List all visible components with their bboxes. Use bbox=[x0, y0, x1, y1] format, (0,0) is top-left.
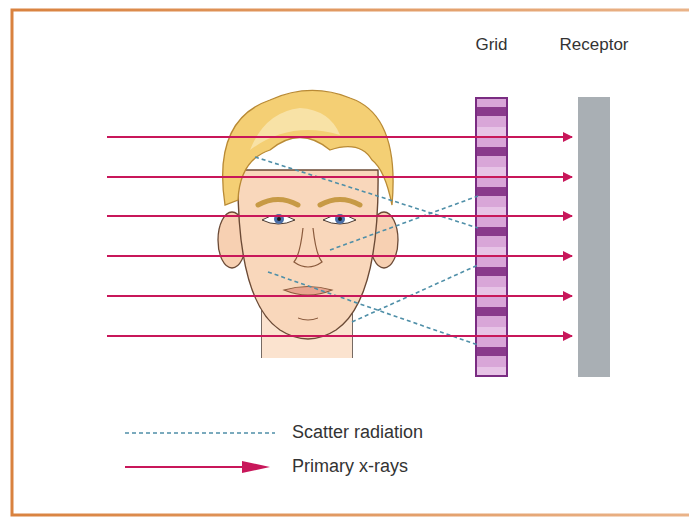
scatter-ray bbox=[330, 196, 478, 250]
legend-text: Scatter radiation bbox=[292, 422, 423, 443]
head-figure bbox=[218, 90, 398, 358]
grid-plate: Grid bbox=[475, 97, 508, 377]
scatter-legend: Scatter radiation bbox=[120, 421, 520, 445]
part-label: Receptor bbox=[560, 35, 629, 55]
scatter-ray bbox=[352, 265, 478, 322]
grid-strip bbox=[475, 347, 508, 356]
grid-strip bbox=[475, 247, 508, 256]
image-receptor: Receptor bbox=[578, 97, 610, 377]
grid-strip bbox=[475, 107, 508, 116]
scatter-ray bbox=[255, 157, 478, 228]
grid-strips bbox=[475, 97, 508, 377]
grid-strip bbox=[475, 367, 508, 376]
receptor-plate bbox=[578, 97, 610, 377]
grid-strip bbox=[475, 327, 508, 336]
scatter-ray bbox=[268, 272, 478, 345]
scatter-radiation bbox=[255, 157, 478, 345]
arrow-sample bbox=[120, 455, 280, 479]
frame bbox=[12, 10, 689, 515]
grid-strip bbox=[475, 267, 508, 276]
grid-strip bbox=[475, 147, 508, 156]
grid-strip bbox=[475, 287, 508, 296]
primary-legend: Primary x-rays bbox=[120, 455, 520, 479]
grid-strip bbox=[475, 207, 508, 216]
grid-strip bbox=[475, 167, 508, 176]
grid-strip bbox=[475, 307, 508, 316]
grid-strip bbox=[475, 227, 508, 236]
legend-text: Primary x-rays bbox=[292, 456, 408, 477]
part-label: Grid bbox=[475, 35, 507, 55]
grid-strip bbox=[475, 127, 508, 136]
dashed-line-sample bbox=[120, 421, 280, 445]
grid-strip bbox=[475, 187, 508, 196]
